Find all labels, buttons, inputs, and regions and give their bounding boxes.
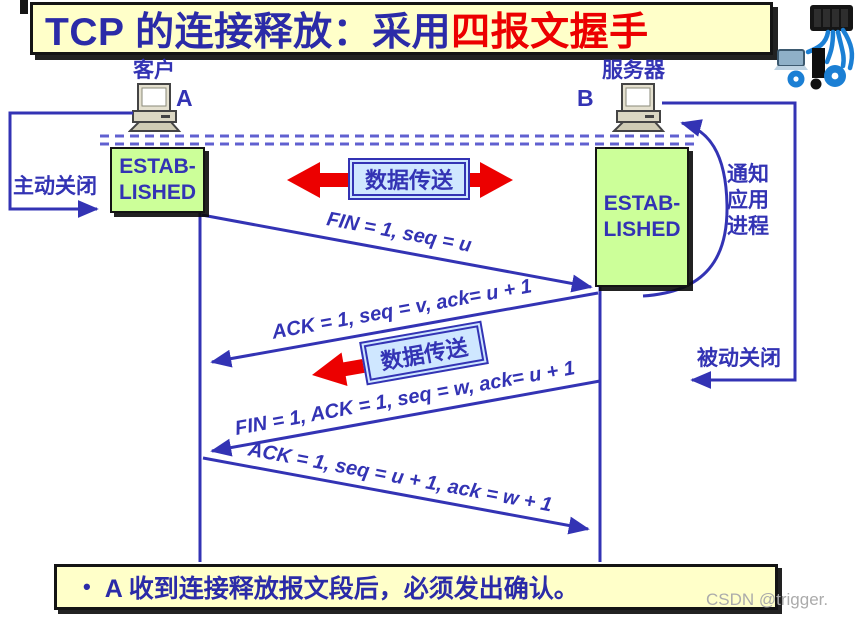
footnote-bullet: • <box>83 574 91 599</box>
footnote-box: • A 收到连接释放报文段后，必须发出确认。 <box>54 564 778 610</box>
notify-application-label: 通知 应用 进程 <box>727 163 769 238</box>
client-state-box: ESTAB- LISHED <box>110 147 205 213</box>
message-arrow-ack2 <box>202 456 590 535</box>
message-arrow-ack1 <box>210 291 599 368</box>
tower-pc-icon <box>812 48 825 78</box>
message-arrow-fin-ack <box>210 379 601 457</box>
data-transfer-box-top: 数据传送 <box>348 158 470 200</box>
server-state-box: ESTAB- LISHED <box>595 147 689 287</box>
footnote-text: A 收到连接释放报文段后，必须发出确认。 <box>104 575 579 603</box>
passive-close-arrow <box>662 101 797 389</box>
network-arrows <box>805 27 855 71</box>
title-highlight-text: 四报文握手 <box>451 10 649 54</box>
disc-icons <box>787 65 846 90</box>
client-computer-icon <box>128 83 182 132</box>
watermark: CSDN @trigger. <box>706 590 829 609</box>
message-arrow-fin <box>201 213 593 293</box>
server-icon <box>810 5 853 31</box>
server-role-label: 服务器 <box>602 59 665 82</box>
server-host-letter: B <box>577 85 594 111</box>
client-role-label: 客户 <box>133 59 175 82</box>
active-close-label: 主动关闭 <box>13 175 97 198</box>
title-box: TCP 的连接释放：采用四报文握手 <box>30 2 773 55</box>
laptop-icon <box>774 49 808 70</box>
title-text: TCP 的连接释放：采用 <box>45 10 452 54</box>
passive-close-label: 被动关闭 <box>697 347 781 370</box>
network-clipart-icon <box>774 5 855 90</box>
client-host-letter: A <box>176 85 193 111</box>
active-close-arrow <box>8 111 133 218</box>
corner-mark <box>20 0 28 14</box>
server-computer-icon <box>612 83 666 132</box>
